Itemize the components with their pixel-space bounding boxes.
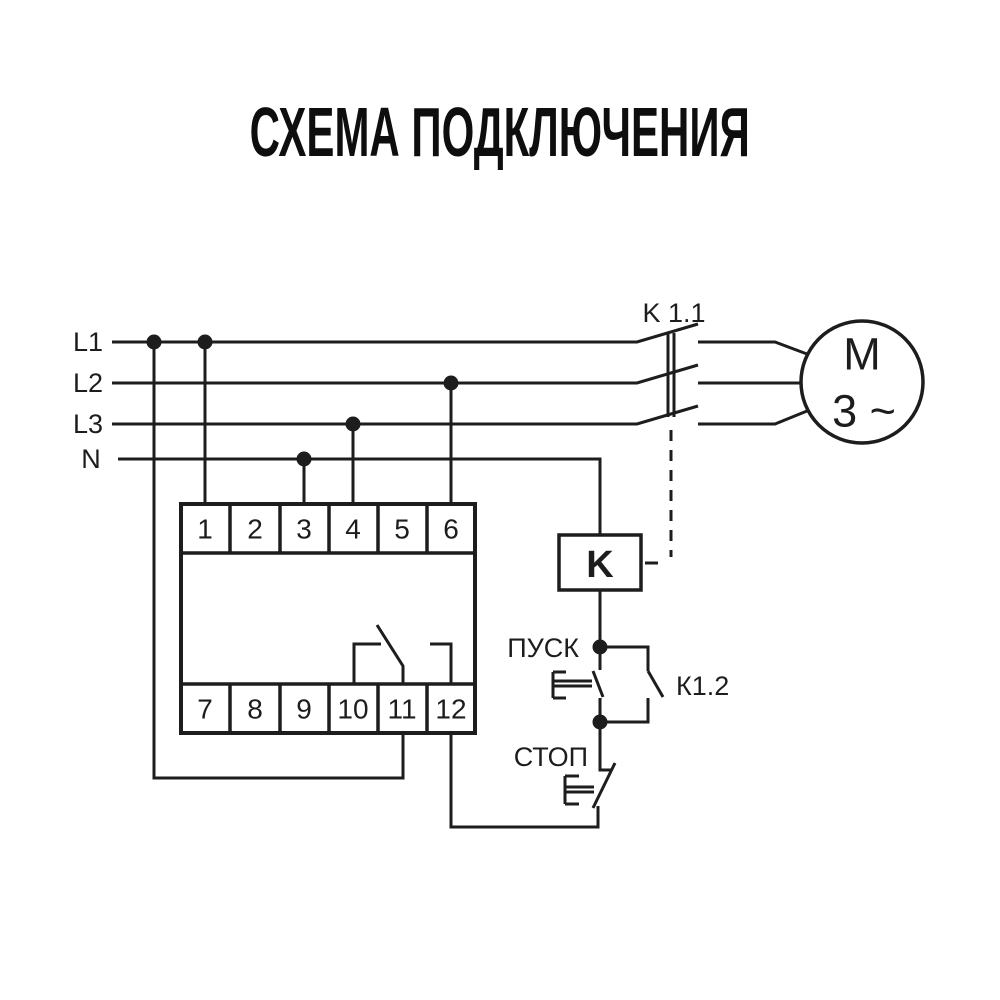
k11-linkage-bars [666,333,676,417]
k12-branch-wires [600,645,665,724]
junction-dot-l3-terminal4 [345,416,361,432]
junction-dot-l2-terminal6 [443,375,459,391]
terminal-number-11: 11 [387,694,416,725]
terminal-feed-wires [152,342,600,829]
junction-dot-start-bottom [592,714,608,730]
terminal-number-3: 3 [296,514,312,545]
top-terminal-numbers: 1 2 3 4 5 6 [197,514,459,545]
l2-wire [112,363,802,385]
stop-button-label: СТОП [514,742,588,772]
terminal-number-6: 6 [443,514,459,545]
terminal-number-5: 5 [394,514,410,545]
label-l1: L1 [73,327,103,357]
junction-dot-l1-terminal1 [197,334,213,350]
terminal-number-8: 8 [247,694,263,725]
stop-contact-leads [591,722,617,809]
coil-label: K [586,544,614,586]
l3-wire [112,404,808,426]
k12-aux-contact: К1.2 [600,645,729,724]
motor-phases-label: 3 ~ [832,386,896,437]
relay-device: 1 2 3 4 5 6 7 8 9 10 11 12 [179,502,477,735]
label-l3: L3 [73,409,103,439]
label-n: N [81,444,101,474]
l1-to-terminal-11-loop [152,342,405,780]
k12-contact-label: К1.2 [676,671,729,701]
stop-button-actuator [563,774,594,806]
n-wire [118,457,602,535]
junction-dot-l1-left [146,334,162,350]
k11-contact-label: K 1.1 [642,298,705,328]
stop-button-symbol: СТОП [514,722,617,809]
start-button-actuator [551,670,592,700]
contactor-coil: K [557,533,658,647]
terminal-number-9: 9 [296,694,312,725]
start-button-label: ПУСК [507,633,579,663]
l1-wire [112,322,808,356]
terminal-row-separators [181,551,475,686]
page-title: СХЕМА ПОДКЛЮЧЕНИЯ [0,92,1000,172]
terminal-number-4: 4 [345,514,361,545]
start-button-symbol: ПУСК [507,633,605,722]
power-line-labels: L1 L2 L3 N [73,327,103,474]
terminal-number-10: 10 [337,694,368,725]
motor-symbol: M 3 ~ [799,319,925,445]
junction-dot-n-terminal3 [296,451,312,467]
junction-dots [146,334,608,730]
power-lines [112,322,808,535]
bottom-terminal-dividers [228,684,429,733]
terminal-number-1: 1 [197,514,213,545]
terminal-number-12: 12 [435,694,466,725]
terminal-12-to-stop-wire [449,733,600,829]
motor-circle [799,319,925,445]
k11-main-contact: K 1.1 [642,298,706,557]
top-terminal-dividers [228,504,429,553]
junction-dot-start-top [592,639,608,655]
terminal-number-2: 2 [247,514,263,545]
bottom-terminal-numbers: 7 8 9 10 11 12 [197,694,466,725]
terminal-number-7: 7 [197,694,213,725]
page-title-text: СХЕМА ПОДКЛЮЧЕНИЯ [249,93,751,171]
start-contact-leads [591,647,605,722]
internal-changeover-contact [352,624,453,684]
motor-label: M [843,329,881,380]
label-l2: L2 [73,368,103,398]
